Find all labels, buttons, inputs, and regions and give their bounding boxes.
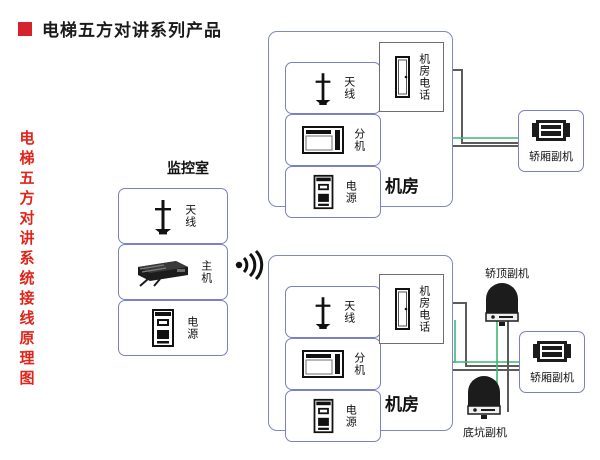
monitor-room-heading: 监控室 xyxy=(167,161,209,177)
wire-gray-top xyxy=(444,69,519,144)
machineroom-top-extension-box[interactable]: 分机 xyxy=(285,114,381,166)
dome-intercom-icon xyxy=(467,376,501,419)
caption-char: 方 xyxy=(19,189,35,207)
monitor-power-box[interactable]: 电源 xyxy=(118,300,228,356)
machineroom-bottom-phone-box[interactable]: 机房电话 xyxy=(379,274,444,344)
caption-char: 线 xyxy=(19,309,35,327)
machineroom-bottom-antenna-box[interactable]: 天线 xyxy=(285,286,381,338)
title-bullet-icon xyxy=(18,21,32,36)
car-intercom-icon xyxy=(533,341,571,362)
pit-unit[interactable] xyxy=(463,376,505,422)
car-unit-bottom-box[interactable]: 轿厢副机 xyxy=(519,331,585,393)
car-unit-top-label: 轿厢副机 xyxy=(529,150,573,163)
machineroom-top-phone-label: 机房电话 xyxy=(417,53,431,101)
machineroom-top-power-label: 电源 xyxy=(344,180,358,204)
machine-room-bottom-title: 机房 xyxy=(385,395,419,415)
caption-char: 电 xyxy=(19,129,35,147)
pit-unit-label: 底坑副机 xyxy=(463,426,507,439)
power-supply-icon xyxy=(313,174,334,210)
caption-char: 梯 xyxy=(19,149,35,167)
power-supply-icon xyxy=(313,398,334,434)
car-top-unit-label: 轿顶副机 xyxy=(485,267,529,280)
machineroom-bottom-extension-box[interactable]: 分机 xyxy=(285,338,381,390)
machineroom-top-antenna-box[interactable]: 天线 xyxy=(285,62,381,114)
machineroom-bottom-extension-label: 分机 xyxy=(352,352,366,376)
machineroom-bottom-antenna-label: 天线 xyxy=(342,300,356,324)
main-unit-icon xyxy=(138,261,189,287)
wall-phone-icon xyxy=(395,288,411,330)
machine-room-top-title: 机房 xyxy=(385,177,419,197)
antenna-icon xyxy=(315,73,331,105)
antenna-icon xyxy=(155,200,172,235)
antenna-icon xyxy=(315,297,331,329)
caption-char: 图 xyxy=(19,369,35,387)
machineroom-top-extension-label: 分机 xyxy=(352,128,366,152)
monitor-antenna-box[interactable]: 天线 xyxy=(118,188,228,244)
caption-char: 五 xyxy=(19,169,35,187)
caption-char: 原 xyxy=(19,329,35,347)
car-unit-bottom-label: 轿厢副机 xyxy=(530,371,574,384)
caption-char: 对 xyxy=(19,209,35,227)
page-title-text: 电梯五方对讲系列产品 xyxy=(42,21,222,41)
caption-char: 讲 xyxy=(19,229,35,247)
monitor-antenna-label: 天线 xyxy=(183,204,197,228)
car-unit-top-box[interactable]: 轿厢副机 xyxy=(518,110,584,172)
monitor-power-label: 电源 xyxy=(185,316,199,340)
machineroom-top-antenna-label: 天线 xyxy=(342,76,356,100)
machineroom-top-power-box[interactable]: 电源 xyxy=(285,166,381,218)
wall-phone-icon xyxy=(395,56,411,98)
extension-unit-icon xyxy=(302,350,345,378)
machineroom-bottom-phone-label: 机房电话 xyxy=(417,285,431,333)
caption-char: 统 xyxy=(19,269,35,287)
wire-gray-bottom xyxy=(444,302,520,367)
car-intercom-icon xyxy=(532,120,570,141)
monitor-main-unit-box[interactable]: 主机 xyxy=(118,244,228,300)
machineroom-bottom-power-label: 电源 xyxy=(344,404,358,428)
page-title: 电梯五方对讲系列产品 xyxy=(18,16,222,41)
monitor-main-unit-label: 主机 xyxy=(199,260,213,284)
caption-char: 接 xyxy=(19,289,35,307)
wireless-signal-icon xyxy=(234,249,266,281)
vertical-caption: 电 梯 五 方 对 讲 系 统 接 线 原 理 图 xyxy=(14,128,40,388)
car-top-unit[interactable] xyxy=(481,283,523,329)
machineroom-top-phone-box[interactable]: 机房电话 xyxy=(379,42,444,112)
caption-char: 系 xyxy=(19,249,35,267)
extension-unit-icon xyxy=(302,126,345,154)
machineroom-bottom-power-box[interactable]: 电源 xyxy=(285,390,381,442)
dome-intercom-icon xyxy=(485,283,519,326)
power-supply-icon xyxy=(152,309,175,347)
caption-char: 理 xyxy=(19,349,35,367)
